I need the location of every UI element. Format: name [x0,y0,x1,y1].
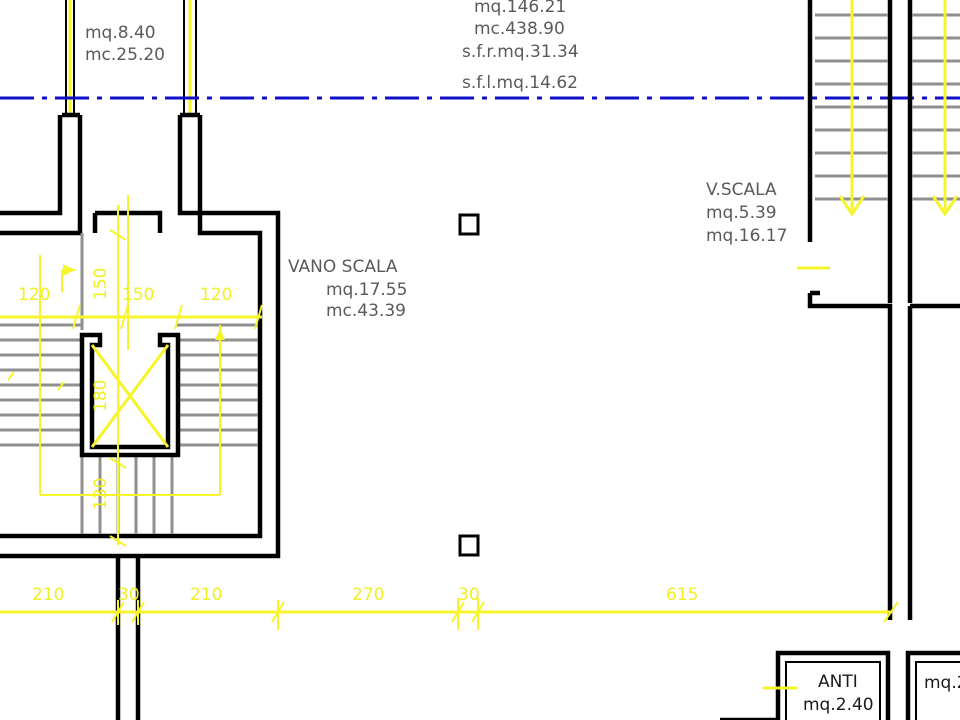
column-upper [458,213,480,236]
vano-scala-area: mq.17.55 [326,280,407,300]
room-top-center-label: mq.146.21 mc.438.90 s.f.r.mq.31.34 s.f.l… [462,0,579,93]
dim-bottom-5: 30 [458,585,480,605]
room-top-left-label: mq.8.40 mc.25.20 [85,23,165,65]
room-top-left-volume: mc.25.20 [85,45,165,65]
dim-bottom-3: 210 [190,585,222,605]
dim-stair-rise-bottom: 130 [91,478,111,510]
room-top-center-area: mq.146.21 [474,0,566,17]
right-stair [797,0,960,620]
stair-well [79,332,181,458]
dim-stair-rise-top: 150 [91,268,111,300]
v-scala-volume: mq.16.17 [706,226,787,246]
anti-right-area: mq.2 [924,673,960,693]
stair-dimension-texts: 120 150 120 150 180 130 [18,268,232,510]
v-scala-area: mq.5.39 [706,203,777,223]
stair-core-walls [0,112,281,720]
column-lower [458,534,480,557]
dim-bottom-4: 270 [352,585,384,605]
room-top-center-volume: mc.438.90 [474,19,565,39]
stair-dimension-lines [0,195,263,547]
anti-name: ANTI [818,672,858,692]
dim-stair-well: 180 [91,380,111,412]
room-top-center-sfr: s.f.r.mq.31.34 [462,42,579,62]
vano-scala-volume: mc.43.39 [326,301,406,321]
room-top-left-area: mq.8.40 [85,23,156,43]
vano-scala-label: VANO SCALA mq.17.55 mc.43.39 [288,257,407,321]
v-scala-label: V.SCALA mq.5.39 mq.16.17 [706,180,787,246]
vano-scala-name: VANO SCALA [288,257,398,277]
dim-stair-right: 120 [200,285,232,305]
room-top-center-sfl: s.f.l.mq.14.62 [462,73,578,93]
anti-label: ANTI mq.2.40 mq.2 [803,672,960,715]
dim-bottom-1: 210 [32,585,64,605]
dim-stair-center: 150 [122,285,154,305]
top-left-shaft [65,0,197,115]
anti-area: mq.2.40 [803,695,874,715]
v-scala-name: V.SCALA [706,180,777,200]
bottom-dimension-chain [0,598,899,630]
dim-stair-left: 120 [18,285,50,305]
dim-bottom-2: 30 [118,585,140,605]
anti-rooms [720,650,960,720]
bottom-dimension-texts: 210 30 210 270 30 615 [32,585,698,605]
dim-bottom-6: 615 [666,585,698,605]
